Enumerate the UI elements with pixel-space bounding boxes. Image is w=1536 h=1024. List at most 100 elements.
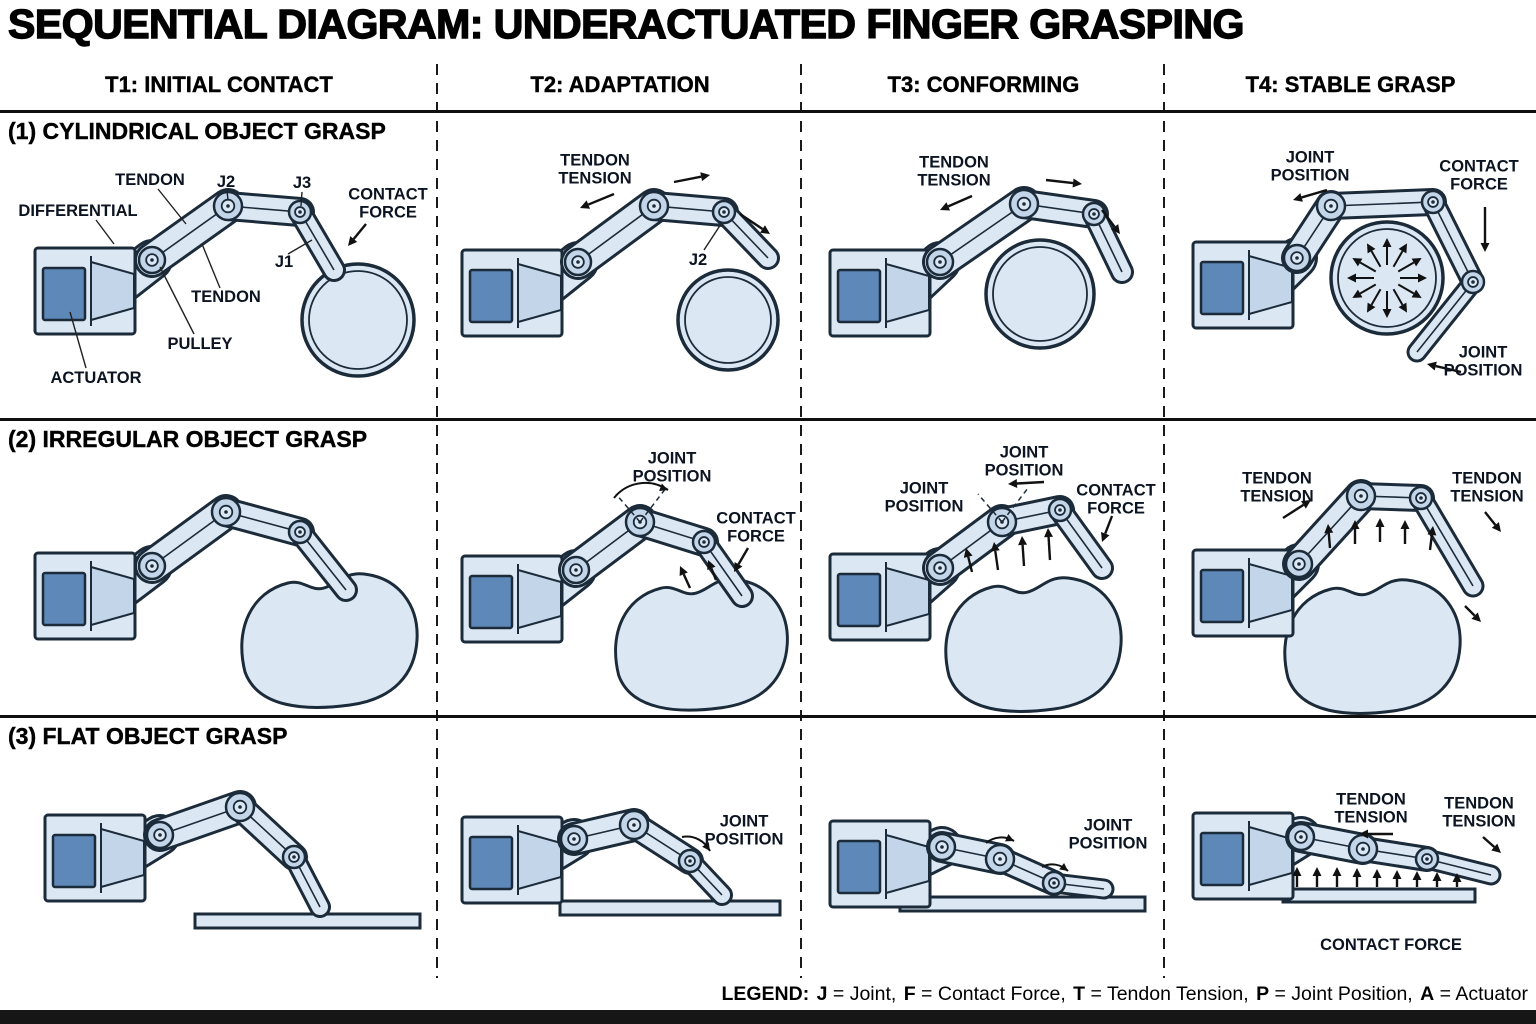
legend-text-force: = Contact Force,	[915, 983, 1072, 1005]
bottom-strip	[0, 1010, 1536, 1024]
force-arrow	[1367, 243, 1382, 268]
force-arrow	[580, 192, 615, 209]
label-j2: J2	[688, 250, 708, 269]
row-separator	[0, 418, 1536, 421]
force-arrow	[1101, 209, 1120, 234]
actuator-block	[1199, 831, 1245, 887]
grasp-object-irregular	[944, 576, 1123, 713]
force-arrow	[1480, 207, 1490, 252]
legend-key-force: F	[903, 983, 916, 1005]
finger-joint	[1315, 190, 1347, 222]
force-arrow	[1397, 283, 1422, 298]
leader-line	[69, 311, 87, 369]
grasp-object-cylinder	[984, 238, 1096, 350]
finger-mechanism	[560, 188, 780, 280]
finger-joint	[638, 190, 670, 222]
force-arrow	[1324, 524, 1334, 549]
cell-drawing-r1c2	[460, 172, 780, 372]
finger-joint	[691, 529, 717, 555]
actuator-block	[468, 835, 514, 891]
force-arrow	[1412, 871, 1422, 887]
cell-drawing-r2c4	[1191, 479, 1501, 715]
diagram-cell-r3c1	[0, 717, 438, 975]
finger-joint	[984, 843, 1016, 875]
label-joint-position-top: JOINT POSITION	[1270, 148, 1350, 185]
leader-line	[703, 223, 722, 251]
finger-mechanism	[143, 790, 331, 918]
finger-joint	[1414, 846, 1440, 872]
grasp-object-flat	[558, 899, 782, 917]
pulley-joint	[925, 553, 955, 583]
force-arrow	[1392, 870, 1402, 887]
label-tendon-tension-left: TENDON TENSION	[1240, 469, 1314, 506]
finger-joint	[1345, 480, 1377, 512]
row-label-flat: (3) FLAT OBJECT GRASP	[8, 723, 288, 749]
finger-joint	[1041, 870, 1067, 896]
legend-text-actuator: = Actuator	[1434, 983, 1528, 1005]
cell-drawing-r2c2	[460, 481, 789, 712]
finger-joint	[210, 496, 242, 528]
actuator-block	[1199, 568, 1245, 624]
force-arrow	[1044, 528, 1054, 561]
actuator-block	[51, 833, 97, 889]
finger-mechanism	[134, 188, 346, 282]
label-tendon-tension-right: TENDON TENSION	[1442, 794, 1516, 831]
column-header-t2: T2: ADAPTATION	[530, 72, 710, 97]
force-arrow	[673, 172, 710, 184]
tendon-line	[575, 521, 743, 597]
legend-text-tension: = Tendon Tension,	[1085, 983, 1255, 1005]
grasp-object-irregular	[1283, 578, 1462, 715]
joint-rotation-arc	[1041, 862, 1069, 872]
column-header-t4: T4: STABLE GRASP	[1245, 72, 1456, 97]
label-tendon-tension: TENDON TENSION	[917, 153, 991, 190]
label-pulley: PULLEY	[167, 334, 233, 353]
finger-mechanism	[557, 808, 733, 906]
diagram-cell-r2c1	[0, 420, 438, 718]
base-housing	[1191, 548, 1295, 638]
finger-mechanism	[922, 186, 1134, 284]
tendon-line	[941, 846, 1105, 890]
finger-joint	[677, 848, 703, 874]
cell-drawing-r2c3	[828, 479, 1123, 713]
header-separator	[0, 110, 1536, 113]
force-arrow	[1282, 500, 1311, 520]
joint-rotation-arc	[985, 834, 1015, 844]
force-arrow	[1382, 291, 1392, 318]
pulley-joint	[559, 824, 589, 854]
leader-line	[159, 266, 195, 335]
cell-drawing-r2c1	[33, 494, 419, 709]
label-tendon-tension: TENDON TENSION	[558, 151, 632, 188]
pulley-joint	[925, 247, 955, 277]
legend-text-joint: = Joint,	[827, 983, 902, 1005]
finger-joint	[287, 519, 313, 545]
tendon-line	[939, 509, 1103, 569]
label-actuator: ACTUATOR	[50, 368, 142, 387]
cell-drawing-r3c4	[1191, 811, 1502, 904]
leader-line	[157, 188, 187, 225]
pulley-joint	[1284, 549, 1314, 579]
column-separator	[800, 64, 802, 978]
label-j2: J2	[216, 172, 236, 191]
label-joint-position-bottom: JOINT POSITION	[1443, 343, 1523, 380]
cell-drawing-r1c3	[828, 178, 1134, 350]
force-arrow	[1400, 520, 1410, 544]
base-housing	[460, 815, 564, 905]
finger-mechanism	[134, 494, 358, 602]
row-label-irregular: (2) IRREGULAR OBJECT GRASP	[8, 426, 368, 452]
finger-joint	[711, 199, 737, 225]
diagram-cell-r3c3: JOINT POSITION	[802, 717, 1165, 975]
base-housing	[828, 248, 932, 338]
base-housing	[33, 551, 137, 641]
force-arrow	[1101, 515, 1114, 542]
force-arrow	[1400, 273, 1427, 283]
base-housing	[828, 552, 932, 642]
leader-line	[300, 191, 303, 207]
force-arrow	[1018, 536, 1028, 567]
grasp-object-cylinder	[676, 268, 780, 372]
page-title: SEQUENTIAL DIAGRAM: UNDERACTUATED FINGER…	[7, 0, 1245, 47]
grasp-object-cylinder	[300, 262, 416, 378]
